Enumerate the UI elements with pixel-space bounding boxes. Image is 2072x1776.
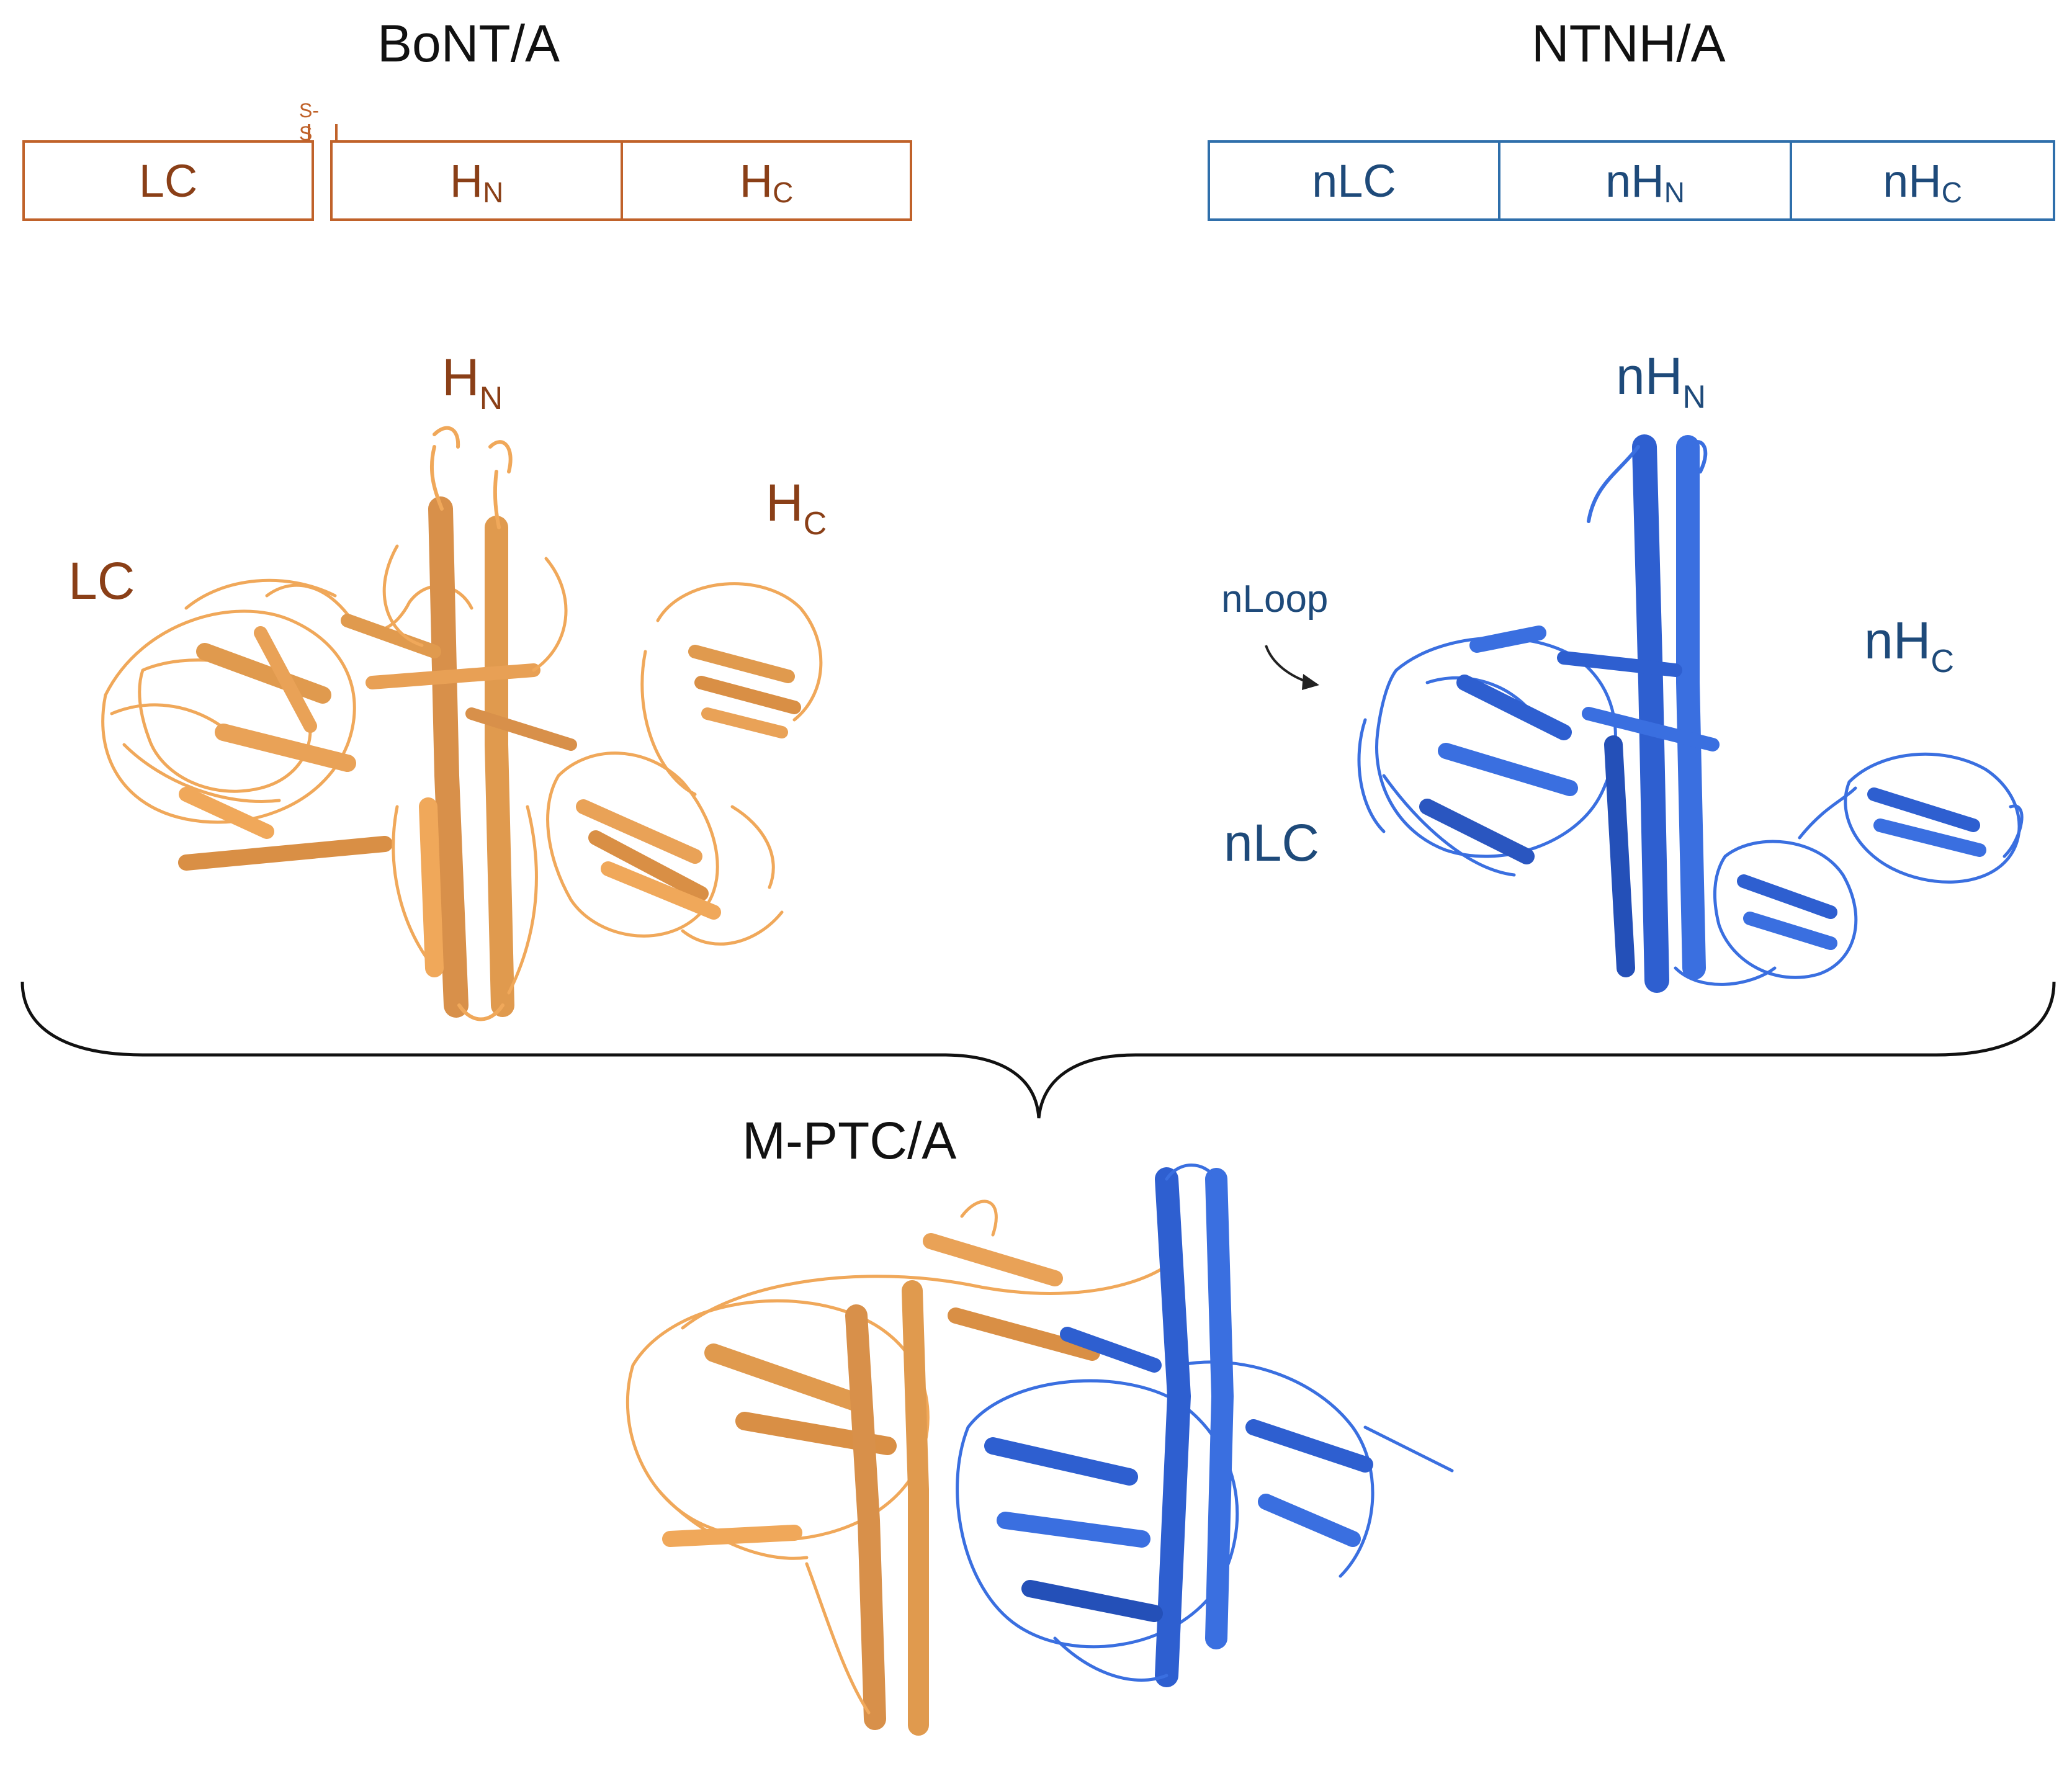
bont-structure (101, 426, 823, 1021)
complex-structure (626, 1164, 1454, 1736)
bont-label-hn: HN (442, 348, 503, 416)
ntnh-label-nlc: nLC (1224, 814, 1320, 872)
bont-label-lc: LC (68, 552, 135, 610)
nloop-arrow (1265, 645, 1310, 684)
nloop-arrow-head (1302, 674, 1319, 690)
bont-title: BoNT/A (377, 14, 560, 73)
ntnh-label-nloop: nLoop (1221, 578, 1329, 621)
grouping-brace (20, 981, 2056, 1119)
disulfide-tick-right (335, 124, 338, 140)
ntnh-label-nhn: nHN (1616, 347, 1706, 415)
ntnh-title: NTNH/A (1532, 14, 1726, 73)
complex-title: M-PTC/A (742, 1111, 957, 1170)
ntnh-label-nhc: nHC (1864, 611, 1954, 679)
disulfide-tick-left (308, 124, 310, 140)
bont-domain-lc: LC (22, 140, 314, 221)
ntnh-structure (1357, 434, 2024, 993)
ntnh-domain-nlc: nLC (1208, 140, 1500, 221)
bont-label-hc: HC (766, 473, 827, 542)
